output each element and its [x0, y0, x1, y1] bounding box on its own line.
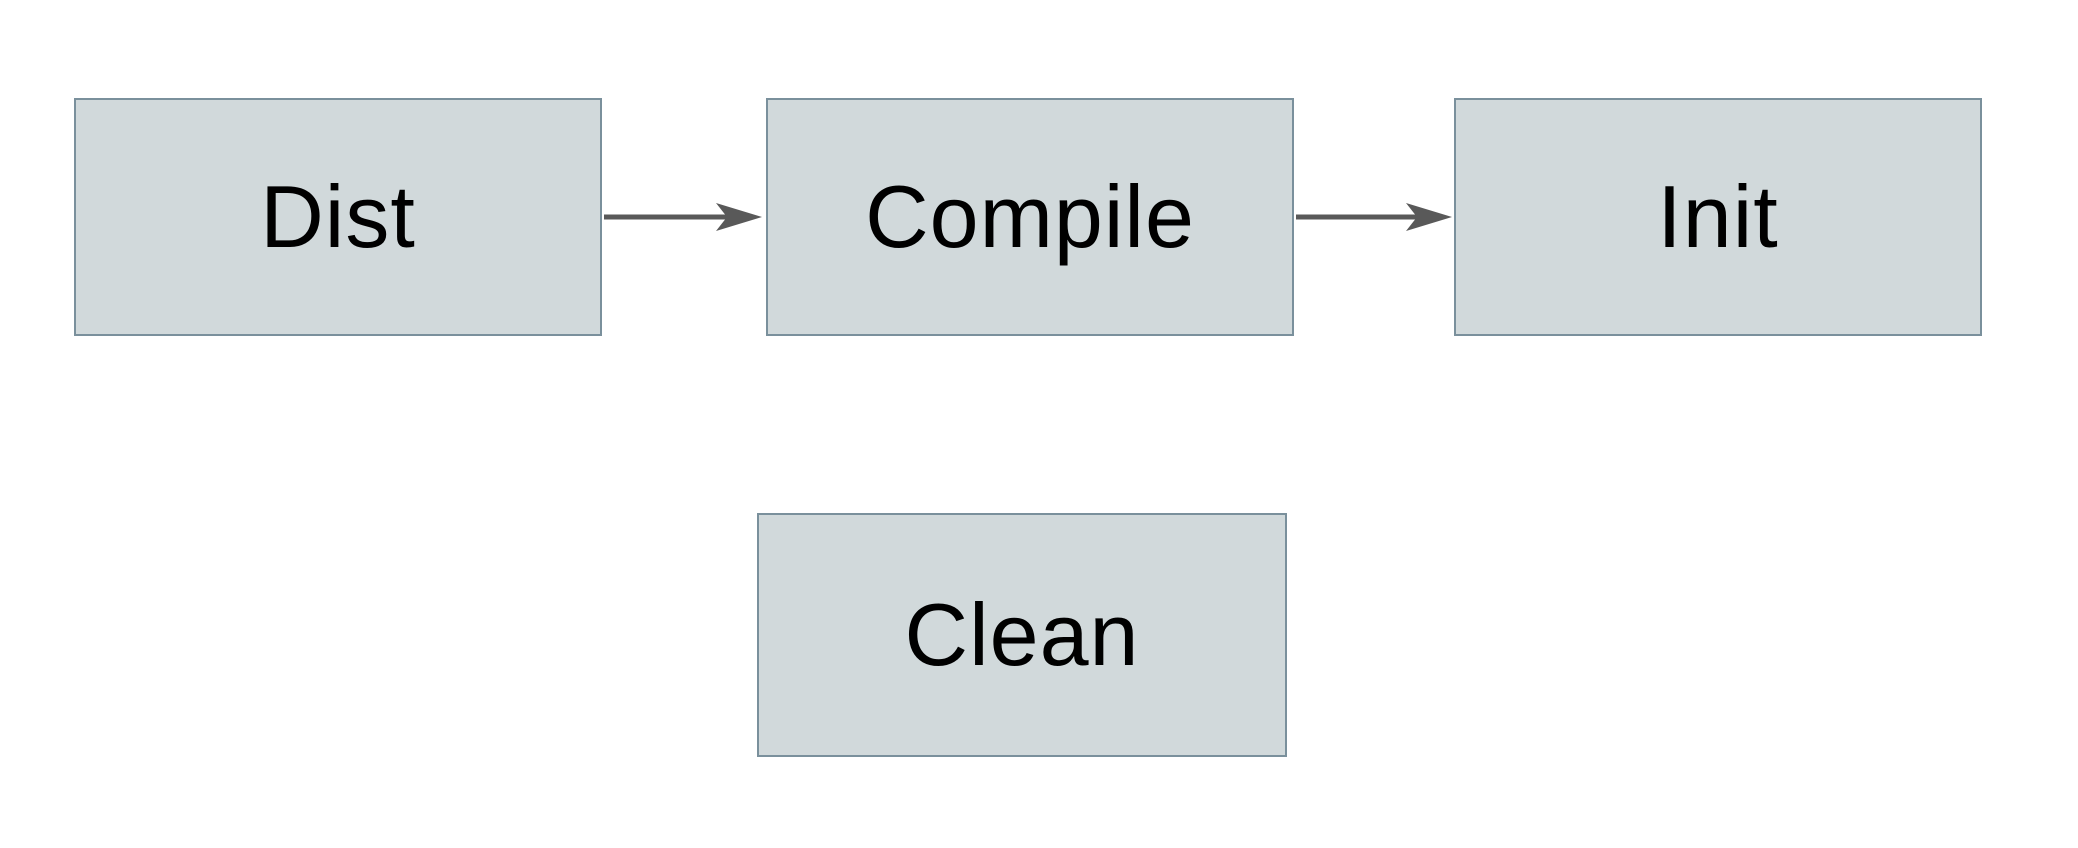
- arrow-dist-to-compile: [604, 203, 762, 231]
- node-clean-label: Clean: [904, 585, 1140, 684]
- node-init-label: Init: [1657, 167, 1779, 266]
- arrow-compile-to-init: [1296, 203, 1452, 231]
- node-dist-label: Dist: [260, 167, 416, 266]
- node-dist[interactable]: Dist: [74, 98, 602, 336]
- node-compile-label: Compile: [865, 167, 1195, 266]
- node-init[interactable]: Init: [1454, 98, 1982, 336]
- node-compile[interactable]: Compile: [766, 98, 1294, 336]
- node-clean[interactable]: Clean: [757, 513, 1287, 757]
